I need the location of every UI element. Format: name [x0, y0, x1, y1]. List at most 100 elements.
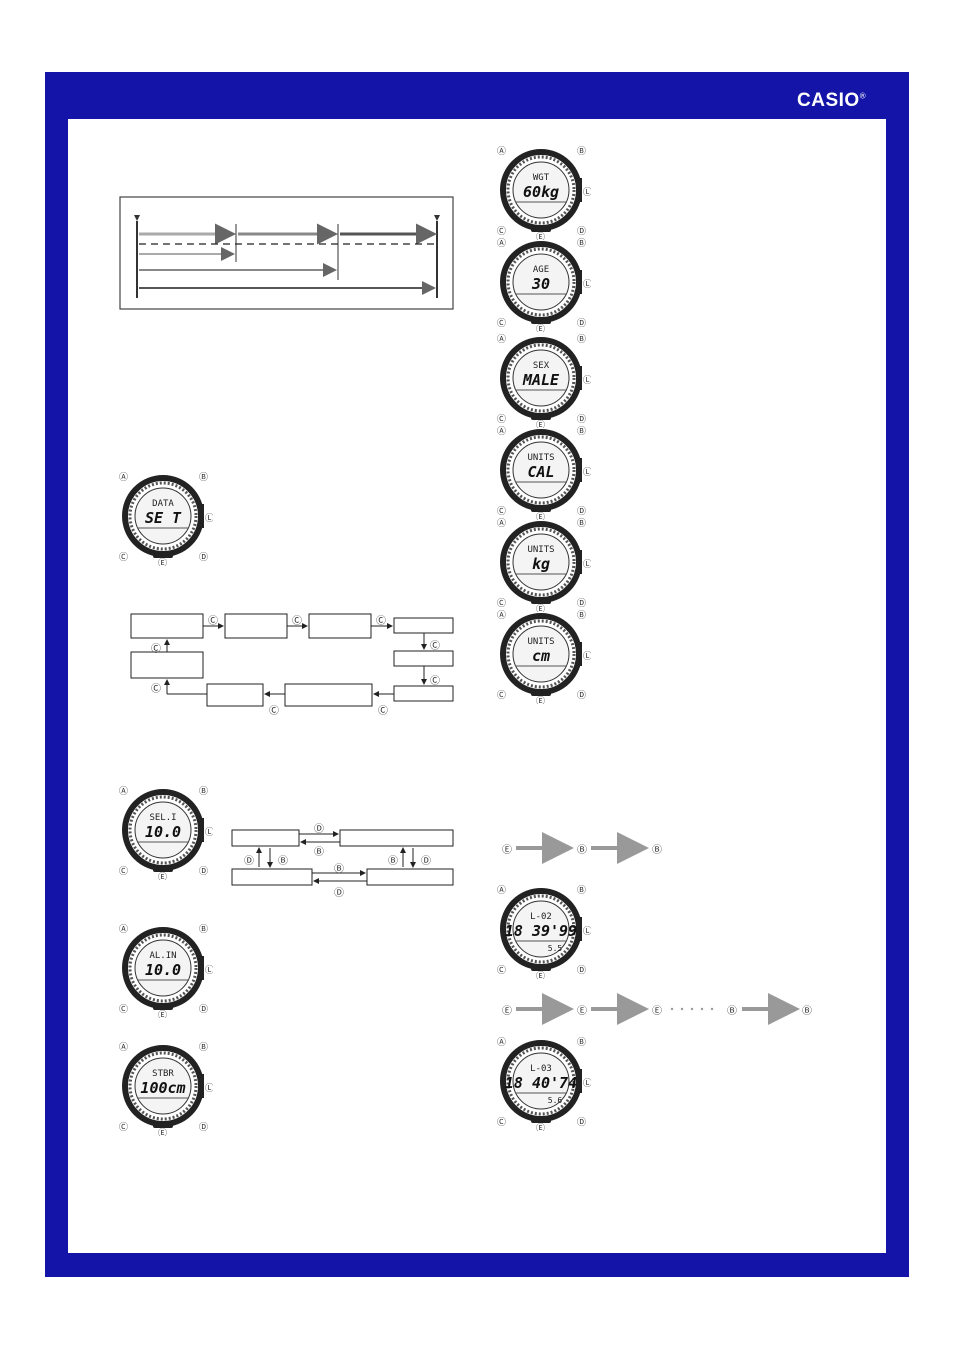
button-c-label: Ⓒ — [269, 706, 279, 717]
button-d-label: Ⓓ — [199, 1122, 208, 1133]
button-d-label: Ⓓ — [577, 690, 586, 701]
watch-sub-text: 5.6 — [548, 1096, 563, 1105]
watch-main-text: SE T — [145, 509, 182, 527]
button-b-label: Ⓑ — [278, 856, 288, 867]
watch-top-text: SEL.I — [149, 813, 176, 823]
button-c-label: Ⓒ — [497, 226, 506, 237]
button-e-label: Ⓔ — [536, 420, 545, 428]
button-b-label: Ⓑ — [577, 146, 586, 157]
watch-sel-interval: SEL.I10.0 Ⓐ Ⓑ Ⓒ Ⓓ Ⓛ Ⓔ — [119, 786, 213, 880]
button-l-label: Ⓛ — [205, 1083, 213, 1094]
button-d-label: Ⓓ — [199, 552, 208, 563]
button-e-label: Ⓔ — [158, 872, 167, 880]
button-c-label: Ⓒ — [376, 616, 386, 627]
interval-diagram — [231, 829, 454, 886]
button-c-label: Ⓒ — [497, 414, 506, 425]
watch-main-text: 18 40'74 — [505, 1074, 577, 1092]
button-c-label: Ⓒ — [151, 684, 161, 695]
watch-top-text: UNITS — [527, 637, 554, 647]
button-e-label: Ⓔ — [536, 232, 545, 240]
casio-logo: CASIO® — [797, 90, 867, 111]
button-d-label: Ⓓ — [199, 866, 208, 877]
button-d-label: Ⓓ — [577, 598, 586, 609]
button-d-label: Ⓓ — [577, 318, 586, 329]
button-d-label: Ⓓ — [577, 1117, 586, 1128]
button-e-label: Ⓔ — [577, 1006, 587, 1017]
button-e-label: Ⓔ — [536, 604, 545, 612]
button-a-label: Ⓐ — [497, 238, 506, 249]
watch-main-text: 100cm — [140, 1079, 185, 1097]
watch-main-text: 18 39'99 — [505, 922, 577, 940]
button-c-label: Ⓒ — [430, 676, 440, 687]
watch-top-text: STBR — [152, 1069, 174, 1079]
watch-top-text: UNITS — [527, 545, 554, 555]
button-d-label: Ⓓ — [244, 856, 254, 867]
button-b-label: Ⓑ — [334, 864, 344, 875]
button-b-label: Ⓑ — [199, 472, 208, 483]
button-b-label: Ⓑ — [577, 334, 586, 345]
watch-main-text: cm — [532, 647, 550, 665]
button-a-label: Ⓐ — [497, 518, 506, 529]
button-a-label: Ⓐ — [497, 610, 506, 621]
setting-loop-diagram — [130, 613, 454, 707]
button-l-label: Ⓛ — [583, 375, 591, 386]
watch-sub-text: 5.5 — [548, 944, 563, 953]
button-b-label: Ⓑ — [727, 1006, 737, 1017]
button-b-label: Ⓑ — [314, 847, 324, 858]
button-c-label: Ⓒ — [119, 1122, 128, 1133]
button-d-label: Ⓓ — [334, 888, 344, 899]
watch-top-text: DATA — [152, 499, 174, 509]
button-a-label: Ⓐ — [119, 1042, 128, 1053]
watch-main-text: 10.0 — [145, 961, 181, 979]
button-e-label: Ⓔ — [158, 558, 167, 566]
button-e-label: Ⓔ — [536, 696, 545, 704]
watch-top-text: AL.IN — [149, 951, 176, 961]
button-b-label: Ⓑ — [199, 1042, 208, 1053]
button-e-label: Ⓔ — [536, 512, 545, 520]
button-c-label: Ⓒ — [497, 965, 506, 976]
button-c-label: Ⓒ — [430, 641, 440, 652]
button-a-label: Ⓐ — [119, 472, 128, 483]
button-e-label: Ⓔ — [158, 1128, 167, 1136]
button-a-label: Ⓐ — [119, 924, 128, 935]
button-b-label: Ⓑ — [199, 786, 208, 797]
timeline-diagram — [119, 196, 454, 310]
button-e-label: Ⓔ — [536, 1123, 545, 1131]
watch-main-text: 30 — [531, 275, 550, 293]
watch-main-text: CAL — [527, 463, 554, 481]
button-c-label: Ⓒ — [119, 866, 128, 877]
watch-main-text: 10.0 — [145, 823, 181, 841]
button-b-label: Ⓑ — [199, 924, 208, 935]
button-l-label: Ⓛ — [583, 1078, 591, 1089]
button-a-label: Ⓐ — [119, 786, 128, 797]
button-d-label: Ⓓ — [577, 226, 586, 237]
watch-top-text: UNITS — [527, 453, 554, 463]
button-a-label: Ⓐ — [497, 885, 506, 896]
watch-main-text: MALE — [522, 371, 560, 389]
button-b-label: Ⓑ — [577, 885, 586, 896]
button-c-label: Ⓒ — [497, 318, 506, 329]
button-a-label: Ⓐ — [497, 146, 506, 157]
watch-top-text: L-02 — [530, 912, 552, 922]
button-a-label: Ⓐ — [497, 1037, 506, 1048]
button-b-label: Ⓑ — [577, 518, 586, 529]
button-b-label: Ⓑ — [577, 426, 586, 437]
button-d-label: Ⓓ — [577, 506, 586, 517]
button-l-label: Ⓛ — [205, 513, 213, 524]
button-e-label: Ⓔ — [502, 1006, 512, 1017]
button-a-label: Ⓐ — [497, 426, 506, 437]
watch-top-text: WGT — [533, 173, 550, 183]
button-c-label: Ⓒ — [151, 644, 161, 655]
button-l-label: Ⓛ — [205, 827, 213, 838]
button-b-label: Ⓑ — [577, 845, 587, 856]
button-l-label: Ⓛ — [583, 187, 591, 198]
